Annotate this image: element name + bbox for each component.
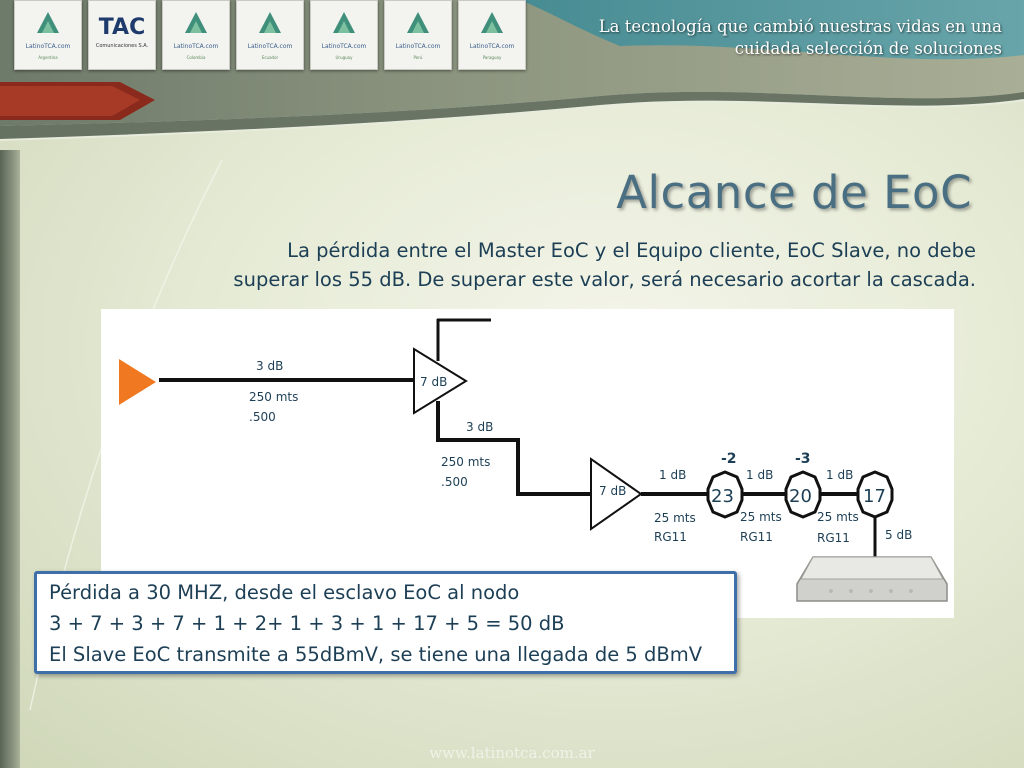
- globe-logo-icon: [37, 12, 59, 33]
- source-triangle: [119, 359, 156, 405]
- logo-subtext: Perú: [413, 55, 423, 60]
- link2-length: 25 mts: [740, 510, 782, 524]
- logo-subtext: Uruguay: [335, 55, 353, 60]
- tap-20-value: 20: [789, 486, 812, 507]
- logo-subtext: Argentina: [38, 55, 58, 60]
- seg2-loss: 3 dB: [466, 420, 493, 434]
- tagline-line-2: cuidada selección de soluciones: [734, 39, 1002, 58]
- eoc-cascade-diagram: 3 dB 250 mts .500 7 dB 3 dB 250 mts .500…: [101, 309, 954, 618]
- seg2-length-fraction: .500: [441, 475, 468, 489]
- trunk-line-2: [436, 401, 594, 496]
- tagline-line-1: La tecnología que cambió nuestras vidas …: [598, 17, 1002, 36]
- amplifier-2: [590, 457, 643, 531]
- logo-text: LatinoTCA.com: [395, 43, 441, 50]
- loss-box-line-2: 3 + 7 + 3 + 7 + 1 + 2+ 1 + 3 + 1 + 17 + …: [49, 612, 565, 635]
- partner-logos: LatinoTCA.com Argentina TAC Comunicacion…: [14, 0, 526, 70]
- footer-url[interactable]: www.latinotca.com.ar: [429, 744, 595, 762]
- globe-logo-icon: [259, 12, 281, 33]
- link3-length: 25 mts: [817, 510, 859, 524]
- globe-logo-icon: [333, 12, 355, 33]
- tap-20-note: -3: [795, 451, 811, 467]
- seg2-length: 250 mts: [441, 455, 490, 469]
- seg1-length: 250 mts: [249, 390, 298, 404]
- intro-line-2: superar los 55 dB. De superar este valor…: [233, 268, 976, 291]
- header-tagline: La tecnología que cambió nuestras vidas …: [599, 16, 1002, 60]
- logo-text: LatinoTCA.com: [321, 43, 367, 50]
- link1-cable: RG11: [654, 530, 687, 544]
- amp1-gain: 7 dB: [420, 375, 447, 389]
- link2-loss: 1 dB: [746, 468, 773, 482]
- link1-length: 25 mts: [654, 511, 696, 525]
- tap-23-value: 23: [711, 486, 734, 507]
- globe-logo-icon: [407, 12, 429, 33]
- globe-logo-icon: [481, 12, 503, 33]
- slide-title: Alcance de EoC: [616, 166, 972, 219]
- amplifier-1: [413, 347, 468, 415]
- intro-line-1: La pérdida entre el Master EoC y el Equi…: [287, 239, 976, 262]
- tap-17-value: 17: [863, 486, 886, 507]
- logo-subtext: Paraguay: [482, 55, 502, 60]
- link1-loss: 1 dB: [659, 468, 686, 482]
- logo-latinotca-argentina[interactable]: LatinoTCA.com Argentina: [14, 0, 82, 70]
- seg1-loss: 3 dB: [256, 359, 283, 373]
- logo-text: LatinoTCA.com: [25, 43, 71, 50]
- amp2-gain: 7 dB: [599, 484, 626, 498]
- logo-latinotca-paraguay[interactable]: LatinoTCA.com Paraguay: [458, 0, 526, 70]
- logo-latinotca-uruguay[interactable]: LatinoTCA.com Uruguay: [310, 0, 378, 70]
- drop-loss: 5 dB: [885, 528, 912, 542]
- link3-cable: RG11: [817, 531, 850, 545]
- link2-cable: RG11: [740, 530, 773, 544]
- logo-text: LatinoTCA.com: [247, 43, 293, 50]
- logo-latinotca-peru[interactable]: LatinoTCA.com Perú: [384, 0, 452, 70]
- logo-latinotca-ecuador[interactable]: LatinoTCA.com Ecuador: [236, 0, 304, 70]
- tap-23: [706, 470, 744, 519]
- left-decorative-stripe: [0, 150, 20, 768]
- tap-17: [856, 470, 894, 519]
- seg1-length-fraction: .500: [249, 410, 276, 424]
- tap-20: [784, 470, 822, 519]
- tap-23-note: -2: [721, 451, 737, 467]
- loss-calculation-box: Pérdida a 30 MHZ, desde el esclavo EoC a…: [34, 571, 737, 674]
- logo-subtext: Comunicaciones S.A.: [95, 43, 149, 49]
- logo-text: TAC: [98, 15, 146, 40]
- loss-box-line-3: El Slave EoC transmite a 55dBmV, se tien…: [49, 643, 703, 666]
- logo-subtext: Ecuador: [261, 55, 279, 60]
- loss-box-line-1: Pérdida a 30 MHZ, desde el esclavo EoC a…: [49, 581, 520, 604]
- logo-latinotca-colombia[interactable]: LatinoTCA.com Colombia: [162, 0, 230, 70]
- logo-text: LatinoTCA.com: [173, 43, 219, 50]
- eoc-slave-modem: [796, 556, 948, 602]
- logo-tac[interactable]: TAC Comunicaciones S.A.: [88, 0, 156, 70]
- link3-loss: 1 dB: [826, 468, 853, 482]
- globe-logo-icon: [185, 12, 207, 33]
- logo-text: LatinoTCA.com: [469, 43, 515, 50]
- logo-subtext: Colombia: [186, 55, 206, 60]
- intro-text: La pérdida entre el Master EoC y el Equi…: [196, 236, 976, 294]
